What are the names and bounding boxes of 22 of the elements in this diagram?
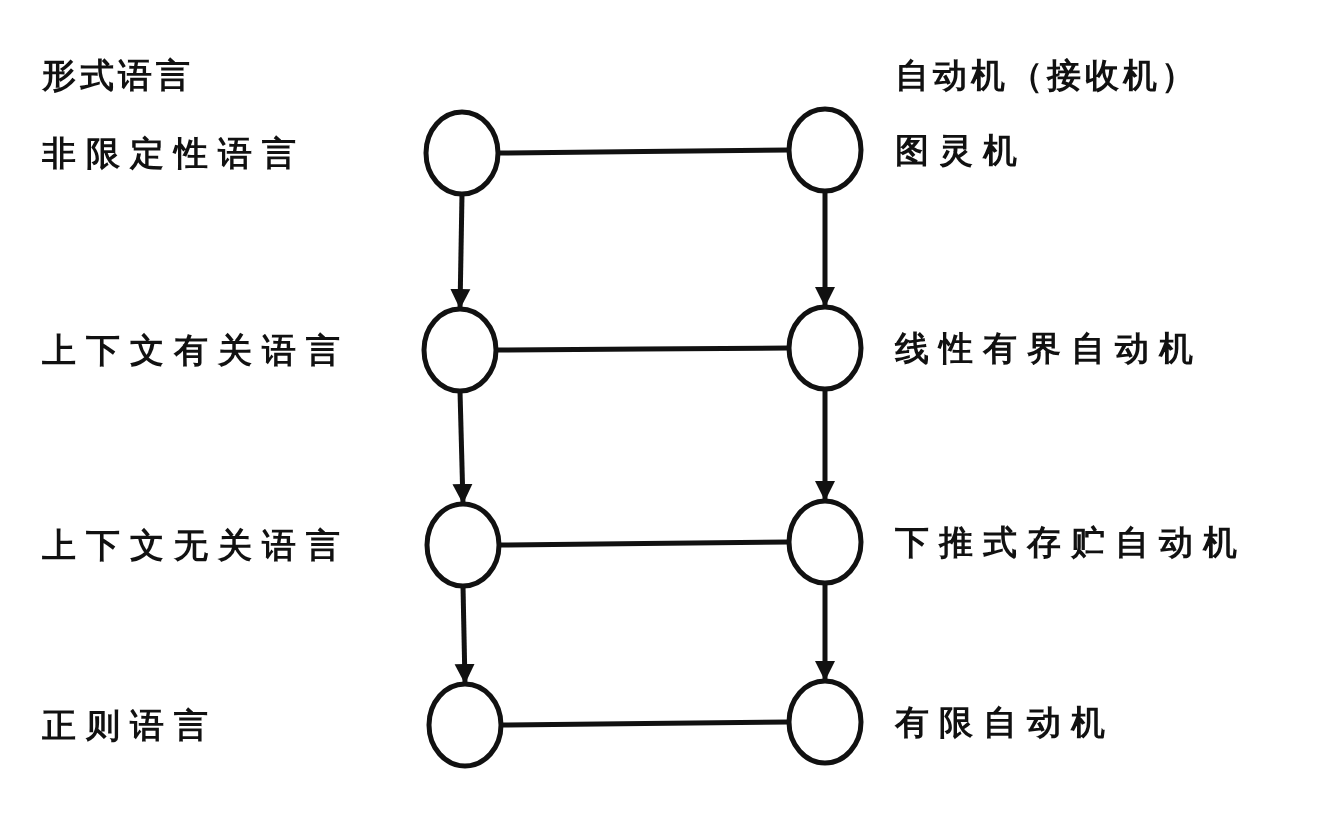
beside-label: 上下文无关语言 bbox=[42, 525, 350, 565]
connector-line bbox=[815, 389, 835, 501]
beside-label: 非限定性语言 bbox=[42, 133, 306, 173]
connector-line bbox=[496, 345, 789, 353]
circle-node bbox=[786, 304, 864, 392]
circle-node bbox=[786, 498, 864, 586]
beside-label: 图灵机 bbox=[895, 130, 1027, 170]
column-heading: 形式语言 bbox=[42, 55, 194, 95]
beside-label: 线性有界自动机 bbox=[895, 328, 1203, 368]
circle-node bbox=[786, 678, 864, 766]
connector-line bbox=[815, 191, 835, 307]
circle-node bbox=[426, 681, 504, 769]
beside-label: 有限自动机 bbox=[895, 702, 1115, 742]
beside-label: 下推式存贮自动机 bbox=[895, 522, 1247, 562]
circle-node bbox=[421, 306, 499, 394]
connector-line bbox=[815, 583, 835, 681]
beside-label: 正则语言 bbox=[42, 705, 218, 745]
beside-label: 上下文有关语言 bbox=[42, 330, 350, 370]
circle-node bbox=[786, 106, 864, 194]
column-heading: 自动机（接收机） bbox=[895, 55, 1199, 95]
circle-node bbox=[423, 109, 501, 197]
circle-node bbox=[424, 501, 502, 589]
